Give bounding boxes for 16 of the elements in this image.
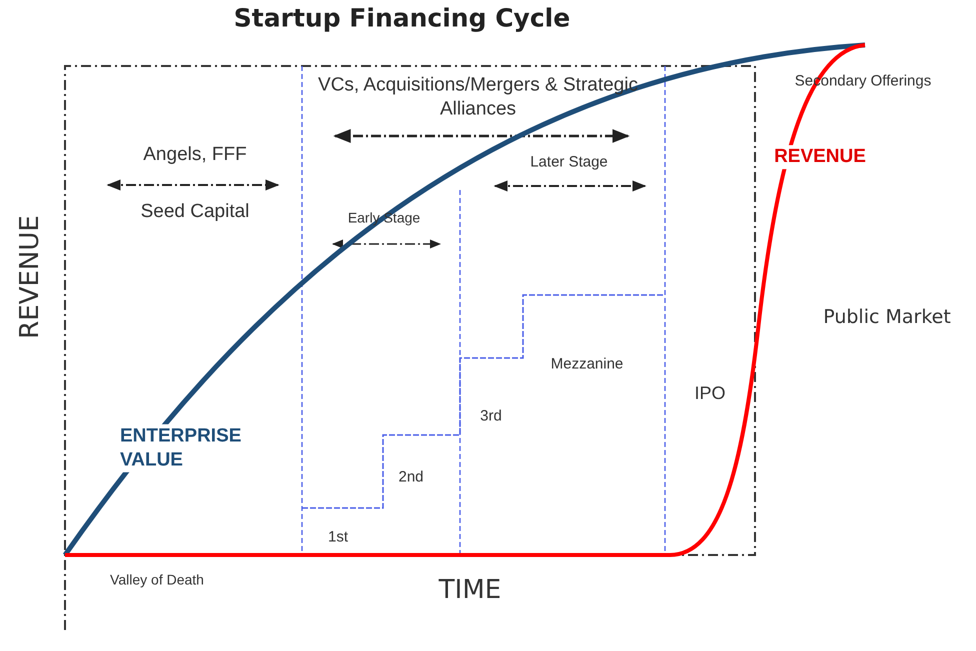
curve-label: REVENUE bbox=[774, 145, 866, 169]
round-label: 1st bbox=[328, 528, 348, 548]
chart-title: Startup Financing Cycle bbox=[234, 2, 570, 34]
round-label: Mezzanine bbox=[550, 356, 624, 374]
round-label: 3rd bbox=[480, 408, 502, 426]
funding-source-label: Seed Capital bbox=[140, 200, 250, 224]
axis-title: REVENUE bbox=[14, 215, 46, 339]
phase-label: Public Market bbox=[823, 306, 951, 330]
stage-label: Later Stage bbox=[530, 154, 608, 172]
phase-label: IPO bbox=[694, 382, 726, 404]
stage-label: Early Stage bbox=[348, 209, 420, 227]
axis-title: TIME bbox=[438, 574, 502, 606]
funding-source-label: VCs, Acquisitions/Mergers & Strategic Alliances bbox=[318, 73, 638, 121]
round-label: 2nd bbox=[398, 468, 424, 488]
funding-source-label: Angels, FFF bbox=[143, 143, 247, 167]
phase-label: Valley of Death bbox=[110, 571, 204, 589]
